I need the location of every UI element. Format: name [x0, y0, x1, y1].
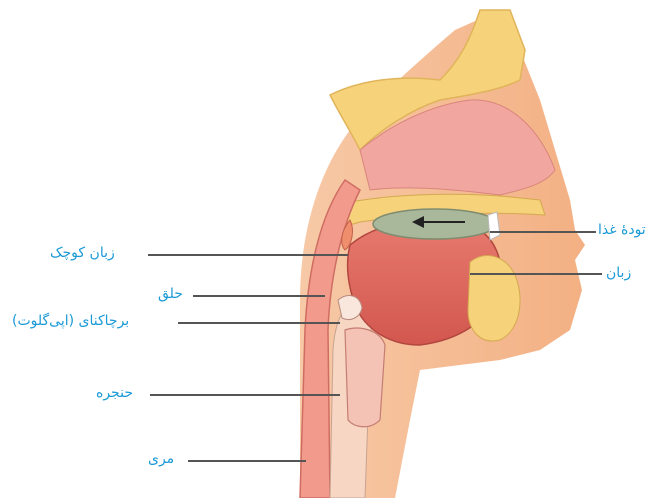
- tongue-label: زبان: [606, 264, 631, 282]
- food-bolus-shape: [373, 209, 497, 239]
- soft-palate-leader-line: [148, 254, 348, 256]
- epiglottis-leader-line: [178, 322, 340, 324]
- food-bolus-label: تودهٔ غذا: [598, 221, 646, 239]
- esophagus-label: مری: [148, 450, 174, 468]
- esophagus-leader-line: [188, 460, 306, 462]
- pharynx-leader-line: [193, 295, 325, 297]
- larynx-label: حنجره: [96, 384, 133, 402]
- tongue-leader-line: [470, 273, 602, 275]
- larynx-leader-line: [150, 394, 340, 396]
- soft-palate-label: زبان کوچک: [50, 244, 115, 262]
- food-bolus-leader-line: [490, 231, 596, 233]
- epiglottis-shape: [338, 296, 362, 320]
- epiglottis-label: برچاکنای (اپی‌گلوت): [12, 312, 129, 330]
- pharynx-label: حلق: [158, 285, 183, 303]
- larynx-shape: [345, 328, 385, 427]
